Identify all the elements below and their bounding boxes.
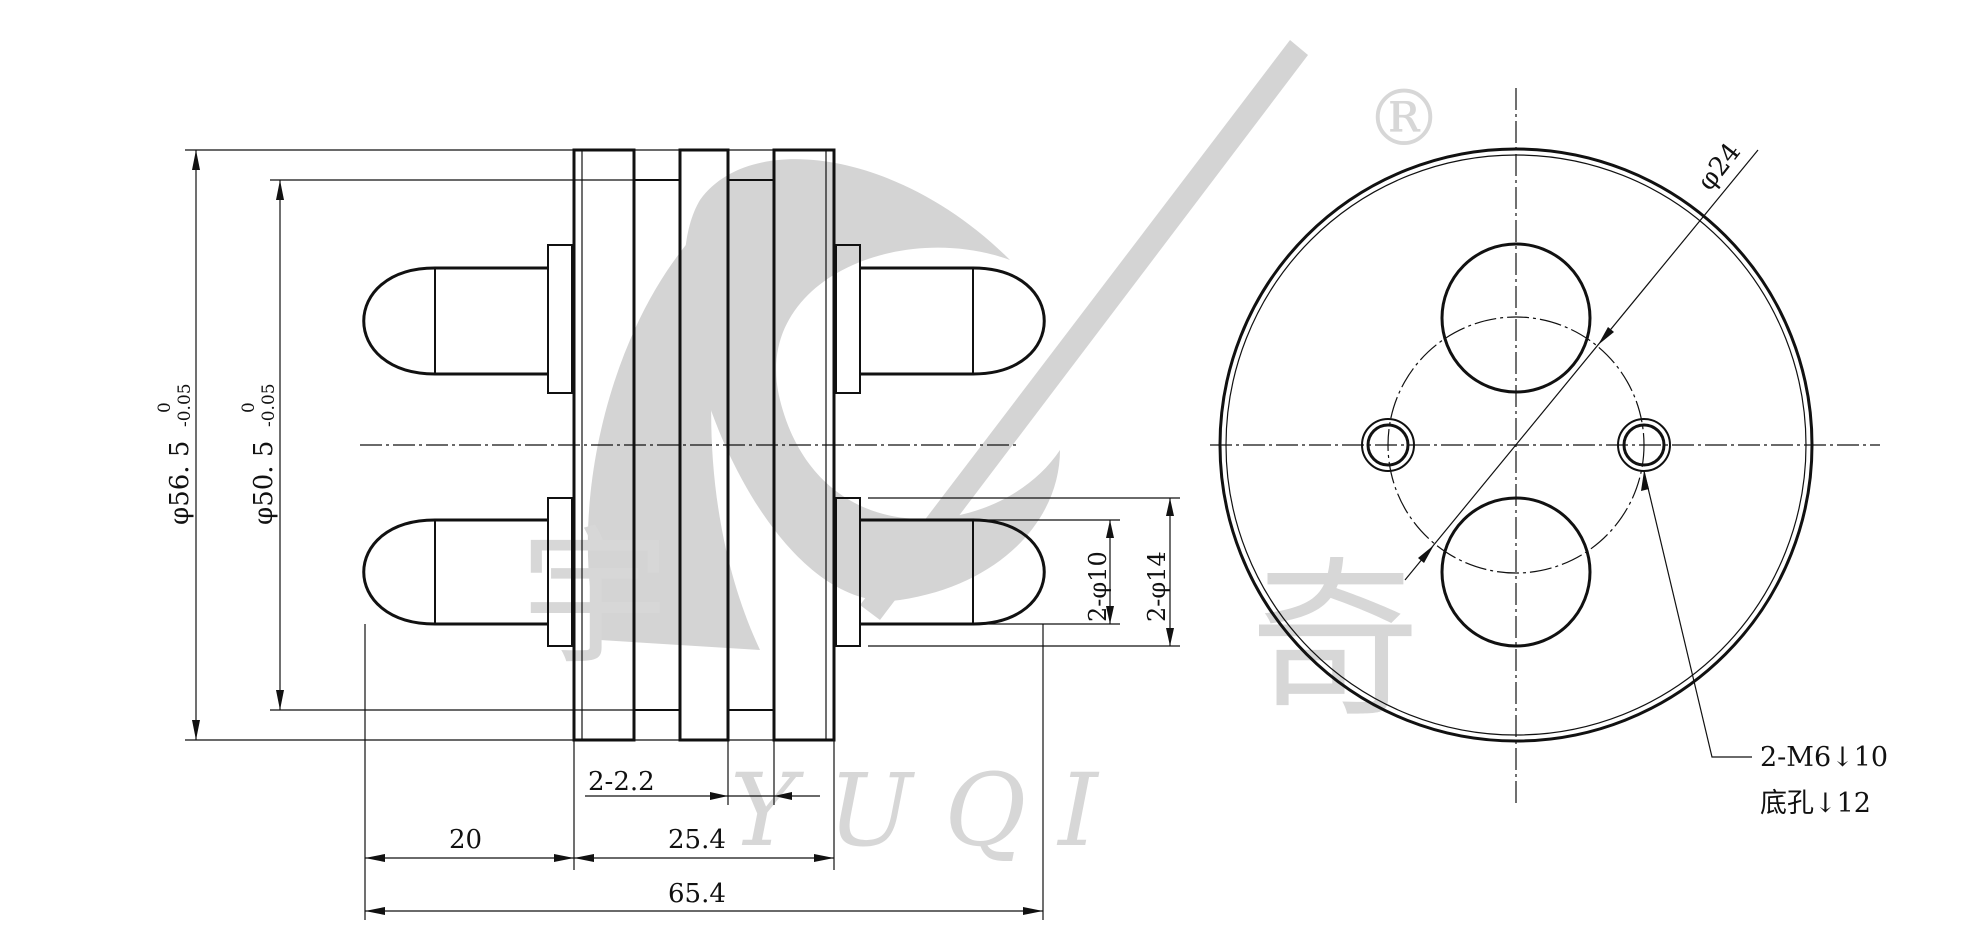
shaft-upper-right bbox=[860, 266, 1046, 376]
watermark-brand: YUQI bbox=[730, 752, 1130, 869]
inner-body-left bbox=[633, 179, 681, 711]
od-inner-tol-lower: -0.05 bbox=[259, 383, 279, 427]
knurled-collar-lower-right bbox=[835, 497, 861, 647]
callout-line2: 底孔↓12 bbox=[1760, 788, 1871, 819]
shaft-large-label: 2-φ14 bbox=[1143, 551, 1171, 622]
watermark-registered: ® bbox=[1365, 74, 1443, 164]
side-dimensions: φ56. 5 0 -0.05 φ50. 5 0 -0.05 2-φ10 bbox=[155, 149, 1180, 920]
shaft-length-label: 20 bbox=[449, 825, 482, 855]
knurled-collar-upper-right bbox=[835, 244, 861, 394]
dim-line-pcd bbox=[1404, 149, 1759, 581]
od-inner-tol-upper: 0 bbox=[239, 402, 259, 413]
callout-line1: 2-M6↓10 bbox=[1760, 742, 1888, 773]
front-view bbox=[1210, 88, 1880, 805]
outer-disc bbox=[1218, 147, 1814, 743]
watermark-swoosh bbox=[684, 159, 1060, 601]
shaft-hole-upper bbox=[1440, 242, 1592, 394]
pcd-label: φ24 bbox=[1692, 137, 1747, 196]
shaft-lower-right bbox=[860, 518, 1046, 626]
od-outer-tol-lower: -0.05 bbox=[175, 383, 195, 427]
body-length-label: 25.4 bbox=[668, 825, 726, 855]
knurled-collar-upper-left bbox=[547, 244, 573, 394]
tapped-hole-left-inner bbox=[1366, 423, 1410, 467]
front-dimensions: φ24 2-M6↓10 底孔↓12 bbox=[1404, 137, 1888, 819]
knurled-collar-lower-left bbox=[547, 497, 573, 647]
shaft-upper-left bbox=[362, 266, 548, 376]
shaft-lower-left bbox=[362, 518, 548, 626]
callout-leader bbox=[1643, 470, 1752, 758]
overall-length-label: 65.4 bbox=[668, 879, 726, 909]
side-view bbox=[360, 148, 1046, 742]
watermark-char-left: 宇 bbox=[520, 512, 670, 686]
watermark-char-right: 奇 bbox=[1250, 543, 1420, 741]
pitch-circle bbox=[1387, 316, 1645, 574]
gap-label: 2-2.2 bbox=[588, 767, 655, 797]
od-inner-label: φ50. 5 bbox=[249, 441, 279, 525]
watermark: 宇 奇 YUQI ® bbox=[520, 40, 1443, 869]
watermark-stroke bbox=[587, 180, 760, 650]
shaft-hole-lower bbox=[1440, 496, 1592, 648]
od-outer-tol-upper: 0 bbox=[155, 402, 175, 413]
tapped-hole-left-outer bbox=[1361, 418, 1415, 472]
watermark-slash bbox=[860, 40, 1308, 620]
inner-body-right bbox=[727, 179, 775, 711]
shaft-small-label: 2-φ10 bbox=[1084, 551, 1112, 622]
tapped-hole-right-inner bbox=[1622, 423, 1666, 467]
od-outer-label: φ56. 5 bbox=[165, 441, 195, 525]
